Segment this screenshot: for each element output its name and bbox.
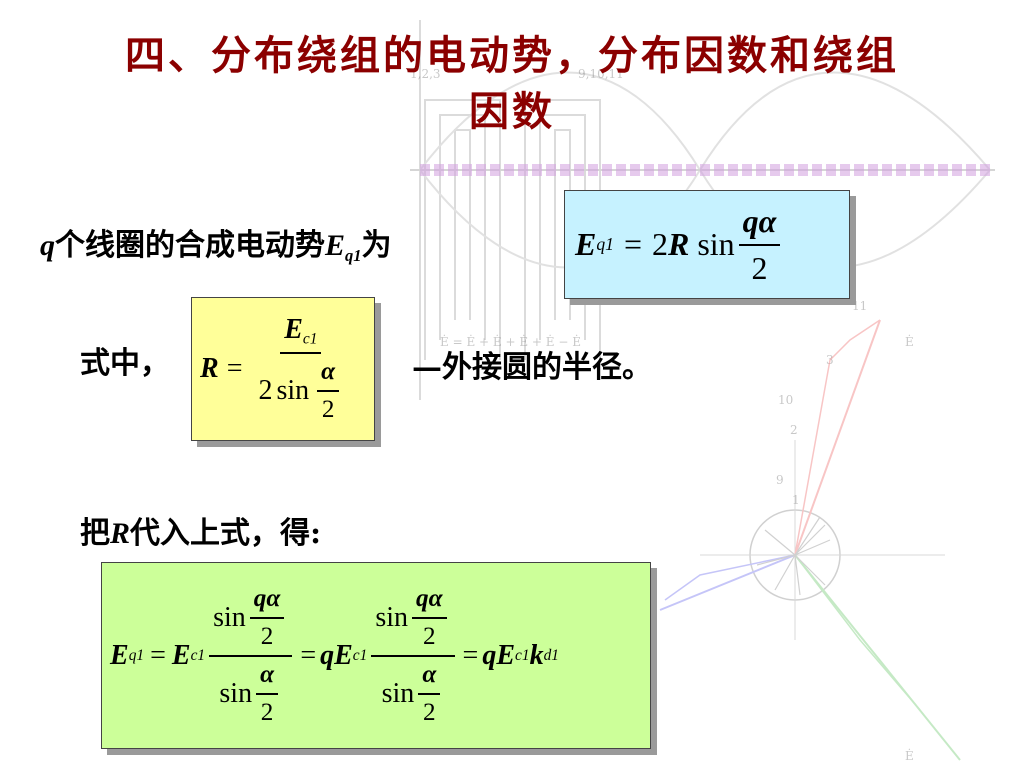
bg-label: 2	[790, 423, 798, 437]
substitute-R: R	[110, 517, 131, 550]
formula1-fraction: qα 2	[738, 203, 781, 287]
formula2-term2: qE	[320, 639, 353, 671]
q-symbol: q	[40, 229, 55, 262]
bg-equation-fragment: Ė = Ė + Ė + Ė + Ė − Ė	[440, 334, 581, 349]
intro-line: q个线圈的合成电动势Eq1为	[40, 220, 392, 266]
formula1-eq: =	[623, 226, 642, 262]
formula2-term3: qE	[482, 639, 516, 671]
formula1-sin: sin	[697, 226, 735, 262]
formula1-lhs: E	[575, 226, 597, 262]
bg-label: 3	[826, 353, 834, 367]
formula1-num: qα	[738, 203, 781, 246]
radius-num: Ec1	[280, 314, 322, 355]
radius-eq: =	[226, 353, 243, 384]
substitute-line: 把R代入上式，得:	[80, 516, 322, 551]
title-line-1: 四、分布绕组的电动势，分布因数和绕组	[125, 32, 899, 79]
bg-label: 9	[776, 473, 784, 487]
bg-label: 10	[778, 393, 793, 407]
radius-R: R	[200, 353, 219, 384]
bg-label: 1,2,3	[410, 67, 441, 81]
title-line-2: 因数	[469, 88, 555, 135]
formula2-k: k	[529, 639, 544, 671]
radius-prefix: 式中，	[80, 346, 170, 381]
bg-label: 9,10,11	[578, 67, 624, 81]
formula2-lhs: E	[110, 639, 129, 671]
eq1-subscript: q1	[345, 245, 362, 265]
formula1-R: R	[667, 226, 690, 262]
radius-description: —外接圆的半径。	[412, 350, 652, 385]
intro-suffix: 为	[361, 228, 392, 263]
bg-label: 1	[792, 493, 800, 507]
eq1-symbol: E	[325, 229, 346, 262]
formula1-den: 2	[751, 249, 768, 286]
formula1-coef: 2	[651, 226, 668, 262]
intro-text: 个线圈的合成电动势	[55, 228, 325, 263]
page-title: 四、分布绕组的电动势，分布因数和绕组 因数	[0, 28, 1024, 140]
bg-phasor-label: Ė	[905, 748, 914, 763]
bg-phasor-label: Ė	[905, 334, 914, 349]
bg-label: 11	[852, 299, 867, 313]
formula1-lhs-sub: q1	[596, 234, 614, 254]
formula2-term1: E	[171, 639, 191, 671]
